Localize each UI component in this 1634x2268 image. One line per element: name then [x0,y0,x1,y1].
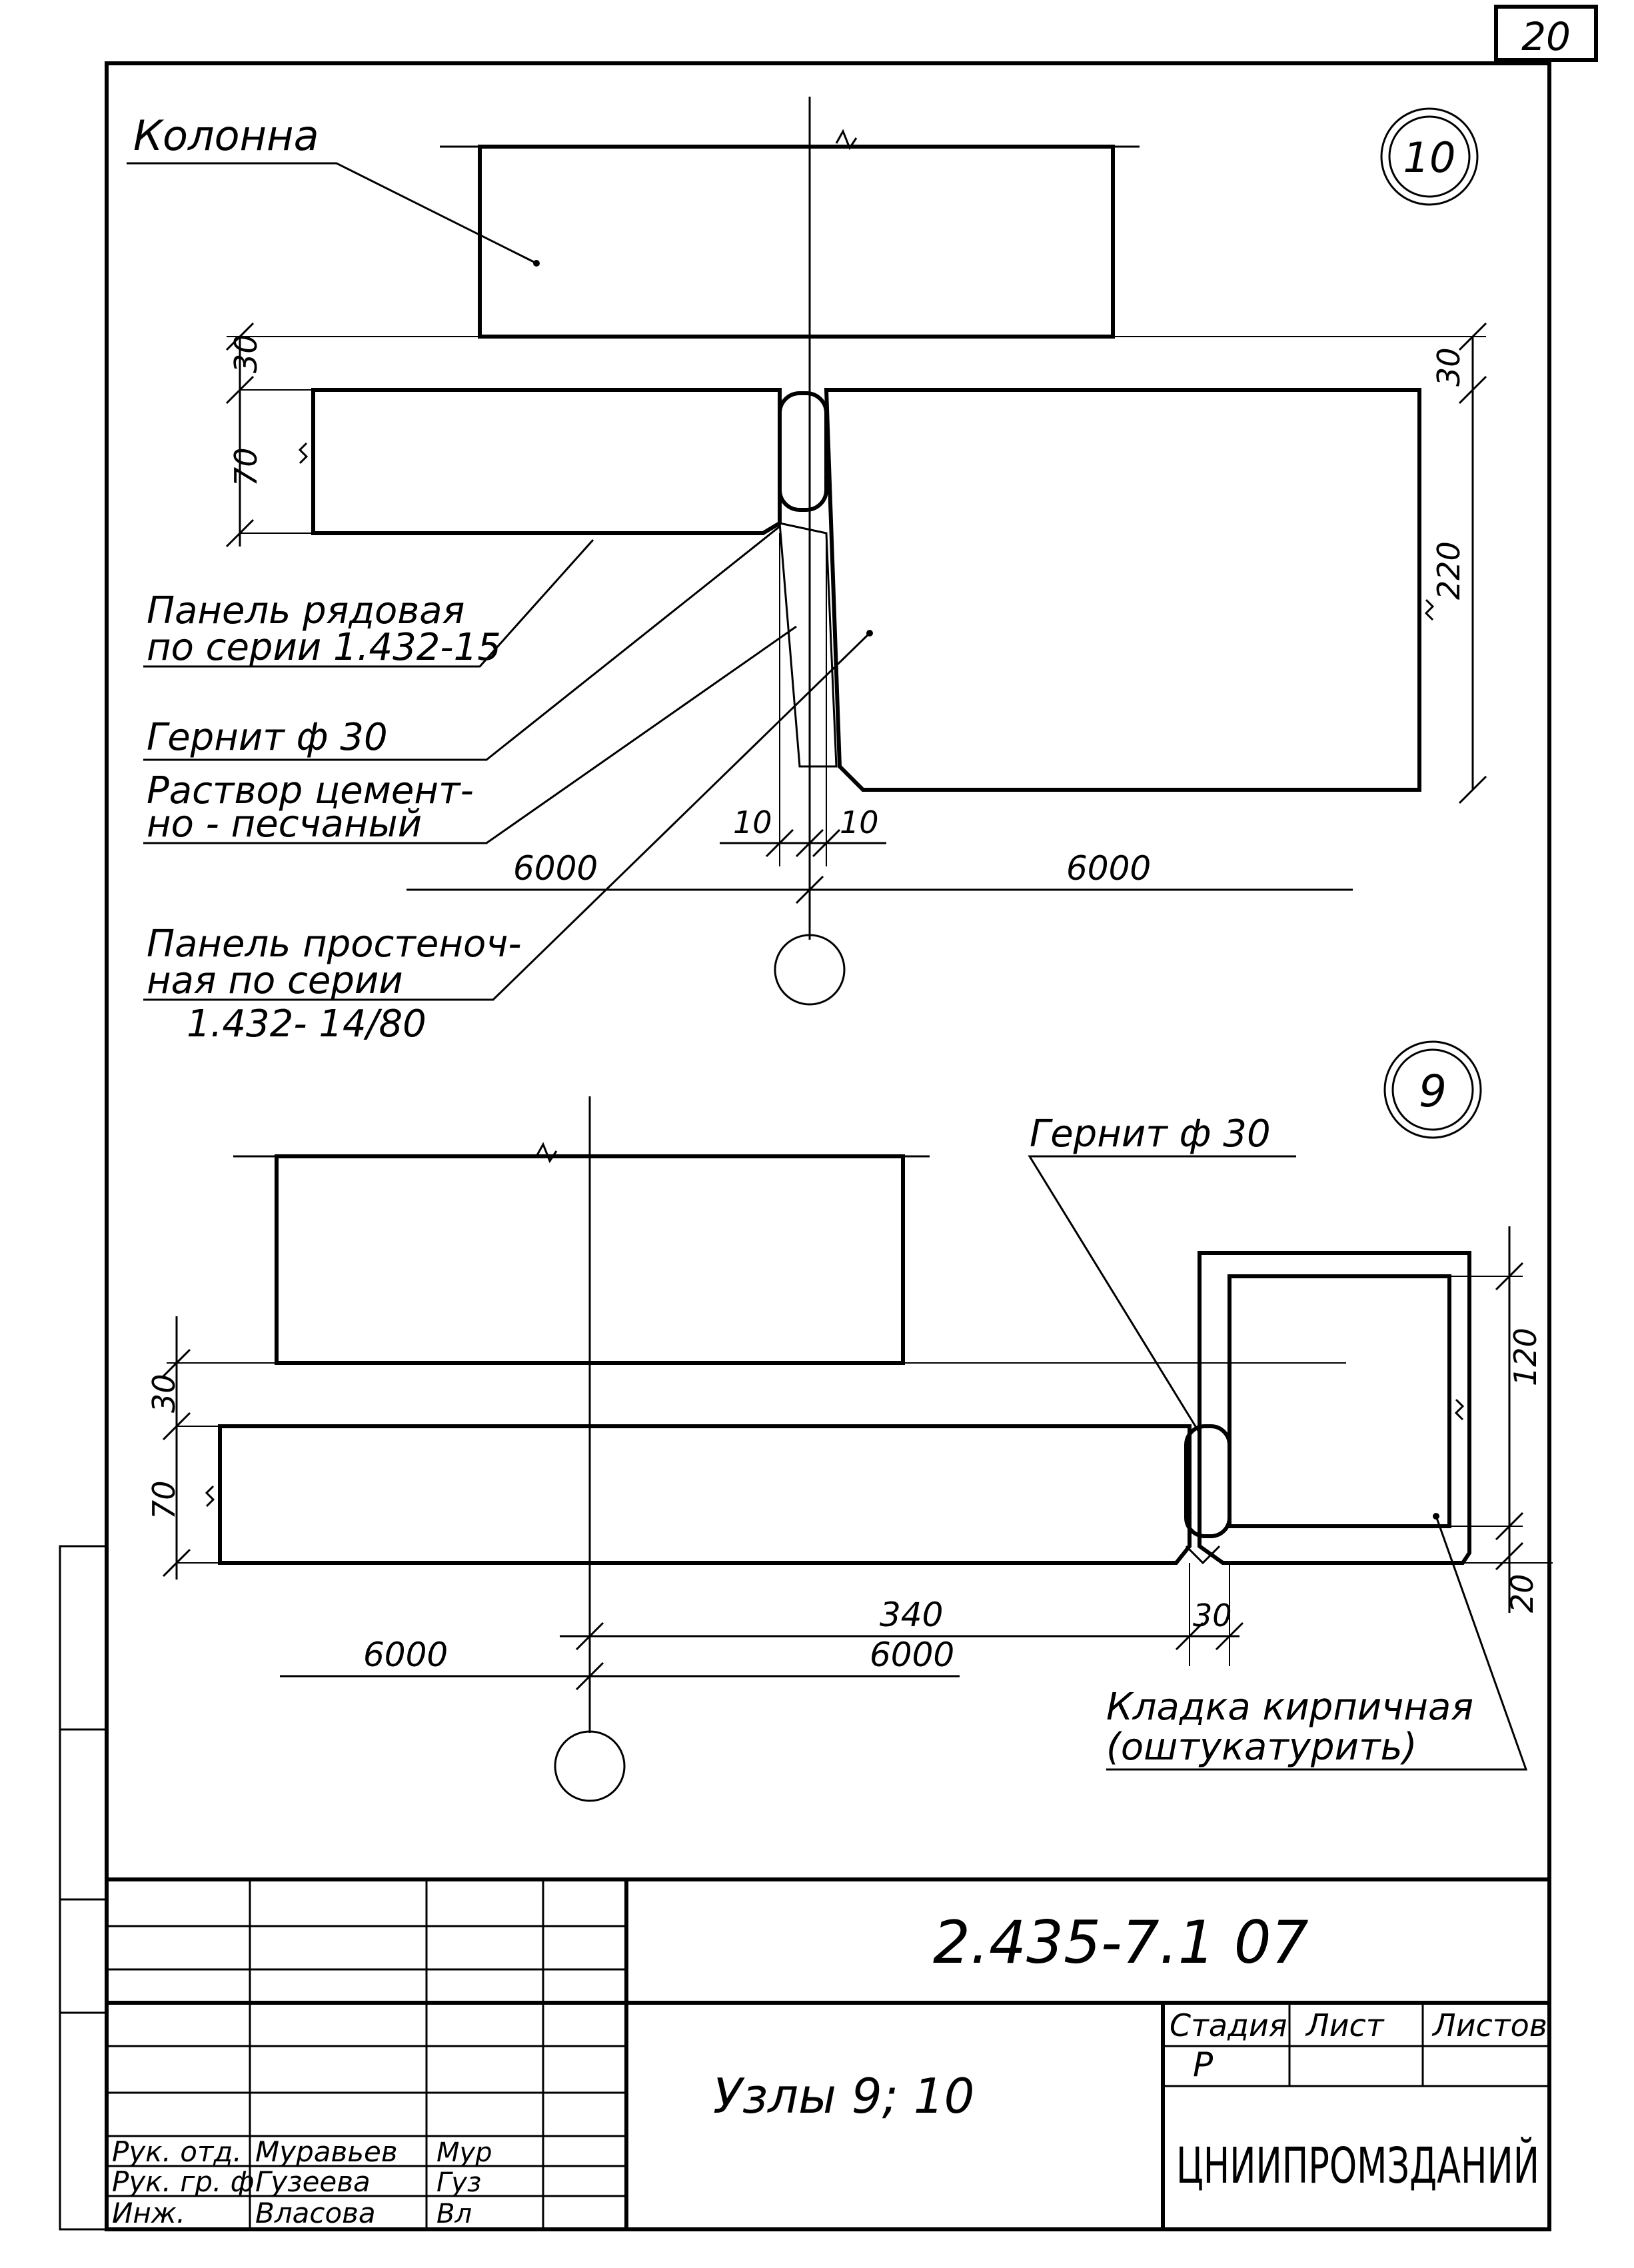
staff-signature-1: Гуз [436,2167,481,2198]
label-masonry-2: (оштукатурить) [1106,1725,1417,1769]
dim-20: 20 [1504,1574,1540,1613]
label-panel-row-1: Панель рядовая [147,589,464,632]
gernit-seal-9 [1184,1424,1231,1538]
panel-section-9 [218,1424,1192,1565]
node-9-marker: 9 [1419,1066,1447,1117]
sheet-frame: 20 [59,5,1598,2231]
dim-10-a: 10 [733,804,772,840]
dim-30-right: 30 [1431,347,1467,387]
staff-role-2: Инж. [112,2197,185,2229]
dim-6000-left: 6000 [513,849,598,888]
doc-code: 2.435-7.1 07 [933,1908,1309,1977]
staff-role-0: Рук. отд. [112,2135,242,2168]
axis-bubble-9 [554,1730,626,1802]
label-panel-pier-2: ная по серии [147,959,403,1002]
drawing-title: Узлы 9; 10 [713,2068,974,2124]
panel-row-section [311,388,782,535]
masonry-plaster [1198,1251,1471,1565]
dim-6000-right: 6000 [1066,849,1151,888]
staff-name-2: Власова [255,2197,376,2229]
title-block: 2.435-7.1 07 Узлы 9; 10 Стадия Лист Лист… [107,1877,1549,2229]
label-panel-row-2: по серии 1.432-15 [147,626,501,669]
node-10-marker: 10 [1403,133,1456,182]
dim-220-right: 220 [1431,541,1467,600]
organization: ЦНИИПРОМЗДАНИЙ [1176,2136,1539,2195]
label-panel-pier-1: Панель простеноч- [147,922,522,966]
staff-name-1: Гузеева [255,2165,371,2198]
panel-pier-section [824,388,1421,792]
node-9: 30 70 120 20 340 30 6000 6000 9 Гернит ф… [146,1040,1553,1802]
gernit-seal [778,391,828,512]
dim-30-left: 30 [228,334,264,373]
column-section [478,145,1115,339]
dim-30-left-9: 30 [146,1374,182,1413]
axis-bubble-10 [774,934,846,1006]
dim-70-left: 70 [228,447,264,487]
label-mortar-2: но - песчаный [147,802,422,846]
dim-120: 120 [1507,1328,1543,1386]
stage-header: Стадия [1170,2007,1287,2043]
brick-masonry [1227,1274,1451,1528]
sheet-number: 20 [1521,14,1571,59]
mortar-joint [778,522,838,768]
dim-6000-right-9: 6000 [870,1636,954,1674]
sheet-header: Лист [1305,2007,1385,2043]
label-masonry-1: Кладка кирпичная [1106,1686,1473,1729]
dim-340: 340 [880,1596,943,1634]
dim-6000-left-9: 6000 [363,1636,448,1674]
label-column: Колонна [133,111,319,160]
label-mortar-1: Раствор цемент- [147,769,474,812]
staff-signature-2: Вл [436,2199,472,2229]
staff-name-0: Муравьев [255,2135,398,2168]
stage-value: Р [1193,2045,1214,2084]
label-panel-pier-3: 1.432- 14/80 [187,1002,426,1046]
dim-70-left-9: 70 [146,1480,182,1520]
staff-signature-0: Мур [436,2137,492,2168]
label-gernit-9: Гернит ф 30 [1030,1112,1271,1156]
sheets-header: Листов [1431,2007,1547,2043]
staff-role-1: Рук. гр. ф [112,2165,255,2198]
node-10: 30 70 30 220 10 10 6000 6000 10 Колонна … [127,97,1487,1046]
dim-30-joint: 30 [1193,1598,1232,1634]
dim-10-b: 10 [840,804,879,840]
label-gernit-10: Гернит ф 30 [147,716,388,759]
